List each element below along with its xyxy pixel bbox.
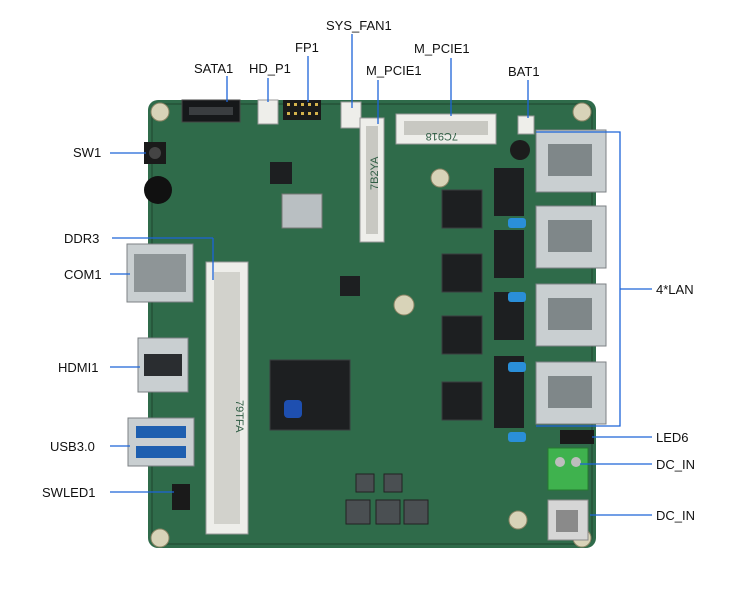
label-dc-in-2: DC_IN xyxy=(656,508,696,523)
label-hdmi1: HDMI1 xyxy=(58,360,99,375)
fp1-header xyxy=(283,100,321,120)
hd-p1-connector xyxy=(257,99,279,125)
label-sw1: SW1 xyxy=(73,145,102,160)
label-m-pcie1-top: M_PCIE1 xyxy=(414,41,470,56)
swled1-header xyxy=(172,484,190,510)
sim-slot xyxy=(281,193,323,229)
blue-capacitors xyxy=(508,218,526,442)
battery xyxy=(510,140,530,160)
label-hd-p1: HD_P1 xyxy=(249,61,291,76)
lan-jacks xyxy=(535,129,607,425)
label-bat1: BAT1 xyxy=(508,64,540,79)
bat1-connector xyxy=(517,115,535,135)
label-fp1: FP1 xyxy=(295,40,319,55)
pcie-slot-silkscreen: 7B2YA xyxy=(369,156,381,190)
label-usb30: USB3.0 xyxy=(50,439,95,454)
sodimm-silkscreen: 79TFA xyxy=(233,400,245,433)
usb30-connector xyxy=(127,417,195,467)
inductors xyxy=(345,473,429,525)
label-swled1: SWLED1 xyxy=(42,485,96,500)
dc-in-terminal xyxy=(547,447,589,491)
top-slot-silkscreen: 7C918 xyxy=(426,130,458,142)
chip-main xyxy=(269,359,351,431)
leader-lines xyxy=(110,34,652,516)
led6-header xyxy=(560,430,594,444)
pcb-board xyxy=(148,100,596,548)
label-com1: COM1 xyxy=(64,267,102,282)
sys-fan1-connector xyxy=(340,101,362,129)
label-4lan: 4*LAN xyxy=(656,282,694,297)
lan-controller-chips xyxy=(441,189,483,421)
buzzer xyxy=(144,176,172,204)
label-led6: LED6 xyxy=(656,430,689,445)
label-dc-in-1: DC_IN xyxy=(656,457,696,472)
label-sata1: SATA1 xyxy=(194,61,234,76)
label-ddr3: DDR3 xyxy=(64,231,100,246)
label-m-pcie1-mid: M_PCIE1 xyxy=(366,63,422,78)
label-sys-fan1: SYS_FAN1 xyxy=(326,18,392,33)
